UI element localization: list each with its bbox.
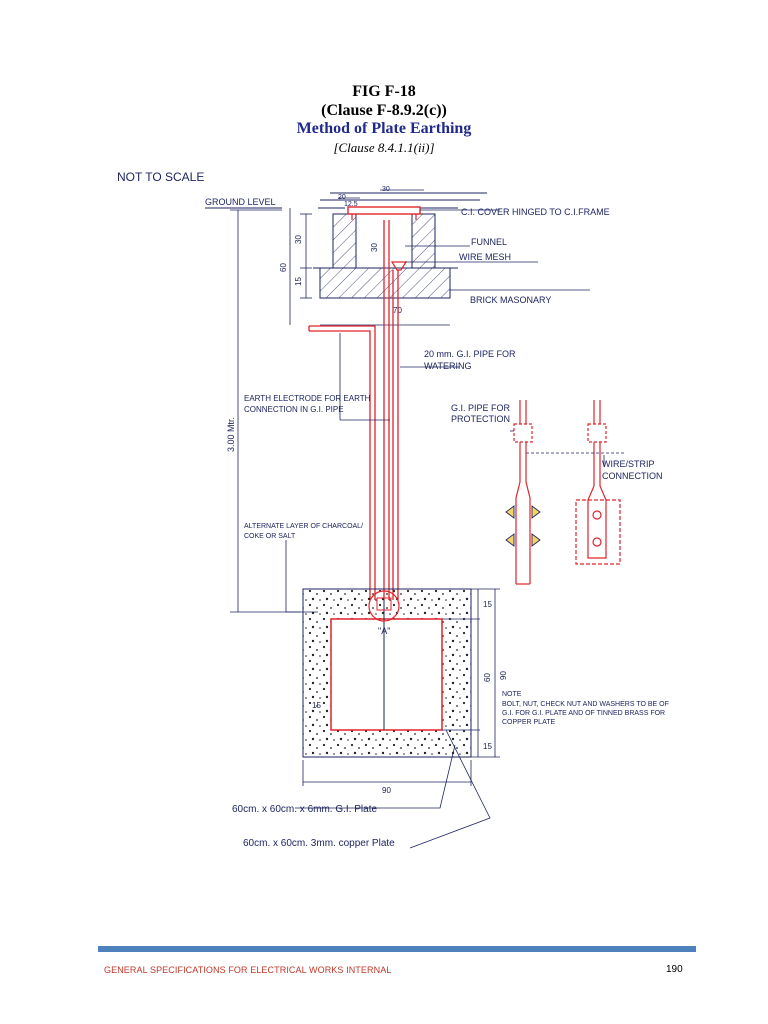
gi-pipe-assembly [308, 220, 399, 600]
page-number: 190 [666, 964, 683, 975]
note-line-3: COPPER PLATE [502, 719, 555, 726]
funnel [390, 261, 408, 271]
dim-15-left: 15 [294, 277, 303, 286]
detail-a-bolts [505, 505, 541, 547]
protection-label-1: G.I. PIPE FOR [451, 403, 511, 413]
detail-a-front-view [575, 400, 621, 565]
ci-cover-label: C.I. COVER HINGED TO C.I.FRAME [461, 207, 610, 217]
protection-label-2: PROTECTION [451, 414, 510, 424]
ground-level-label: GROUND LEVEL [205, 197, 276, 207]
footer-divider [98, 946, 696, 952]
not-to-scale-label: NOT TO SCALE [117, 170, 204, 184]
dim-60-left: 60 [279, 263, 288, 272]
alternate-label-2: COKE OR SALT [244, 533, 296, 540]
earth-pit [302, 588, 472, 758]
wire-strip-label-2: CONNECTION [602, 471, 663, 481]
dim-12-5: 12.5 [344, 201, 358, 208]
detail-a-label: "A" [378, 626, 390, 636]
figure-clause: (Clause F-8.9.2(c)) [321, 102, 447, 119]
gi-pipe-label-1: 20 mm. G.I. PIPE FOR [424, 349, 516, 359]
brick-masonry-label: BRICK MASONARY [470, 295, 551, 305]
dim-90-right: 90 [499, 671, 508, 680]
dim-30-inner: 30 [370, 243, 379, 252]
copper-plate-label: 60cm. x 60cm. 3mm. copper Plate [243, 838, 395, 849]
depth-label: 3.00 Mtr. [226, 417, 236, 452]
note-line-2: G.I. FOR G.I. PLATE AND OF TINNED BRASS … [502, 710, 665, 717]
dim-60-right: 60 [483, 673, 492, 682]
note-line-1: BOLT, NUT, CHECK NUT AND WASHERS TO BE O… [502, 701, 669, 708]
detail-a-side-view [513, 400, 533, 585]
electrode-label-2: CONNECTION IN G.I. PIPE [244, 405, 344, 414]
dim-90-bottom: 90 [382, 786, 391, 795]
dim-20: 20 [338, 194, 346, 201]
dim-15-left-small: 15 [312, 701, 321, 710]
dim-15-right-bottom: 15 [483, 742, 492, 751]
wire-mesh-label: WIRE MESH [459, 252, 511, 262]
ci-cover [347, 206, 421, 215]
figure-title: Method of Plate Earthing [296, 120, 472, 137]
dim-30-left: 30 [294, 235, 303, 244]
electrode-label-1: EARTH ELECTRODE FOR EARTH [244, 394, 371, 403]
note-title: NOTE [502, 691, 522, 698]
dim-15-right-top: 15 [483, 600, 492, 609]
gi-plate-label: 60cm. x 60cm. x 6mm. G.I. Plate [232, 804, 377, 815]
gi-pipe-label-2: WATERING [424, 361, 472, 371]
figure-number: FIG F-18 [352, 83, 416, 100]
footer-title: GENERAL SPECIFICATIONS FOR ELECTRICAL WO… [104, 965, 392, 975]
dim-30-top: 30 [382, 186, 390, 193]
funnel-label: FUNNEL [471, 237, 507, 247]
ground-line [205, 192, 487, 209]
inspection-chamber [313, 213, 458, 299]
chamber-callouts [405, 209, 590, 291]
alternate-label-1: ALTERNATE LAYER OF CHARCOAL/ [244, 523, 363, 530]
figure-reference: [Clause 8.4.1.1(ii)] [333, 140, 435, 155]
wire-strip-label-1: WIRE/STRIP [602, 459, 655, 469]
